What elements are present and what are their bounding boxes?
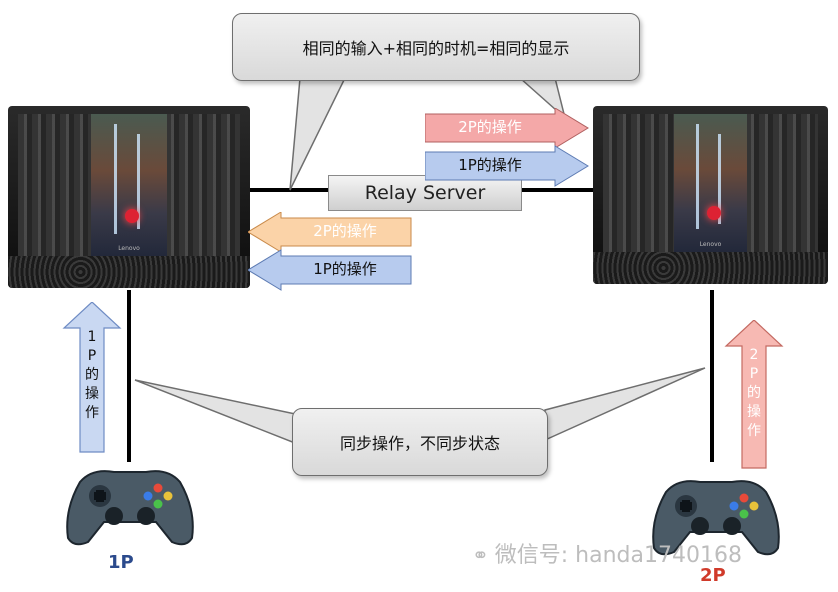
wechat-icon: ⚭ [472,543,489,567]
monitor-left: Lenovo [8,106,250,288]
player1-label: 1P [108,552,134,573]
arrow-1p-left-label: 1P的操作 [285,258,405,279]
bottom-speech-bubble: 同步操作，不同步状态 [292,408,548,476]
arrow-2p-char: P [750,365,758,384]
monitor-right-brand: Lenovo [700,241,722,248]
bottom-bubble-tail-right [545,368,705,440]
arrow-2p-char: 2 [750,346,759,365]
arrow-2p-char: 的 [747,384,761,403]
arrow-2p-left-label: 2P的操作 [285,220,405,241]
arrow-1p-char: 1 [88,328,97,347]
arrow-2p-char: 作 [747,422,761,441]
arrow-1p-char: P [88,347,96,366]
arrow-2p-right-label: 2P的操作 [430,116,550,137]
bottom-bubble-tail-left [135,380,300,445]
gamepad-1p-icon [62,460,198,550]
watermark-text: 微信号: handa1740168 [495,543,742,568]
arrow-2p-up-label: 2 P 的 操 作 [734,322,774,470]
arrow-1p-right-label: 1P的操作 [430,154,550,175]
monitor-right-screen [603,114,818,252]
arrow-2p-char: 操 [747,403,761,422]
watermark: ⚭微信号: handa1740168 [472,537,742,569]
arrow-1p-char: 的 [85,366,99,385]
bottom-bubble-text: 同步操作，不同步状态 [340,430,500,454]
top-speech-bubble: 相同的输入+相同的时机=相同的显示 [232,13,640,81]
arrow-1p-up-label: 1 P 的 操 作 [72,304,112,454]
monitor-left-brand: Lenovo [118,245,140,252]
top-bubble-tail-left [290,78,345,190]
arrow-1p-char: 操 [85,385,99,404]
arrow-1p-char: 作 [85,404,99,423]
top-bubble-text: 相同的输入+相同的时机=相同的显示 [303,35,570,59]
monitor-right: Lenovo [593,106,828,284]
monitor-left-screen [18,114,240,256]
